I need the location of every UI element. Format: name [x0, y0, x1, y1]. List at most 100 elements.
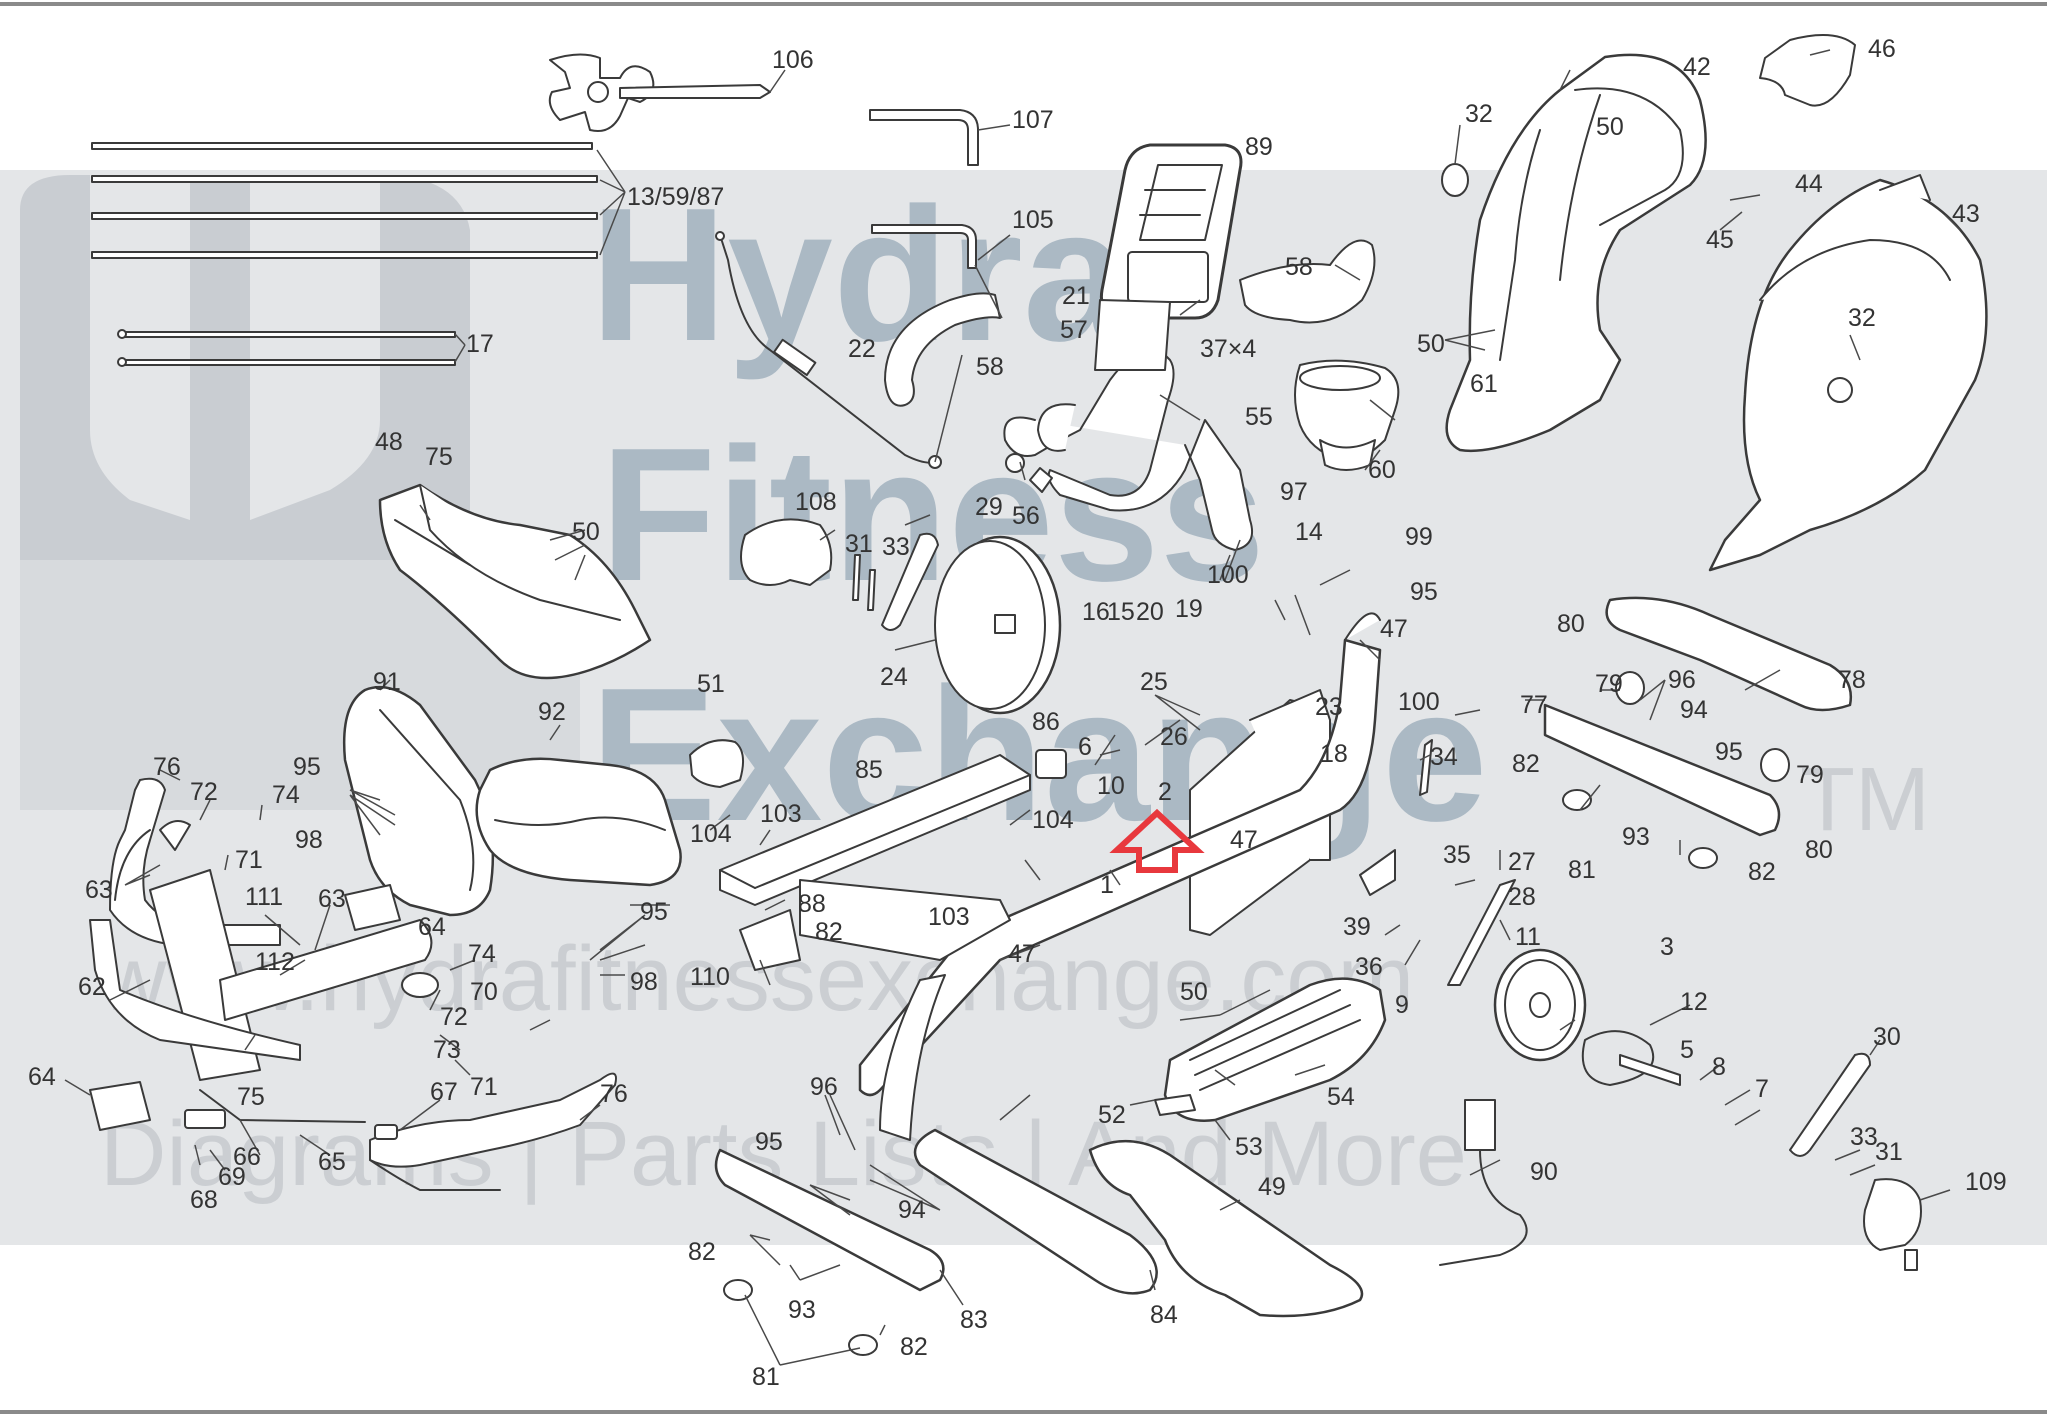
part-label: 6 [1078, 733, 1092, 761]
part-29-crank-arm [881, 532, 939, 631]
part-label: 104 [690, 820, 732, 848]
part-label: 77 [1520, 691, 1548, 719]
part-24-flywheel [934, 535, 1062, 715]
part-78-stabilizer-cover [1605, 596, 1853, 712]
part-label: 81 [1568, 856, 1596, 884]
part-56-cap [1029, 467, 1053, 493]
part-43-side-cover [1708, 174, 1988, 572]
part-48-shroud [378, 483, 652, 680]
part-label: 63 [318, 885, 346, 913]
part-label: 47 [1230, 826, 1258, 854]
part-label: 64 [418, 913, 446, 941]
part-81-foot [723, 1279, 753, 1301]
part-label: 43 [1952, 200, 1980, 228]
part-label: 20 [1136, 598, 1164, 626]
part-label: 39 [1343, 913, 1371, 941]
part-label: 36 [1355, 953, 1383, 981]
part-label: 112 [255, 948, 295, 976]
part-label: 33 [882, 533, 910, 561]
part-89-console [1099, 143, 1243, 320]
part-86-end-cap [1035, 749, 1067, 779]
part-34-spring [1419, 739, 1433, 796]
part-label: 46 [1868, 35, 1896, 63]
part-64-pedal [344, 884, 401, 931]
part-label: 47 [1008, 940, 1036, 968]
part-label: 25 [1140, 668, 1168, 696]
part-label: 58 [1285, 253, 1313, 281]
part-label: 73 [433, 1036, 461, 1064]
part-label: 58 [976, 353, 1004, 381]
part-label: 92 [538, 698, 566, 726]
part-label: 9 [1395, 991, 1409, 1019]
part-27-link [1447, 879, 1516, 986]
part-label: 82 [900, 1333, 928, 1361]
part-label: 74 [468, 940, 496, 968]
part-label: 55 [1245, 403, 1273, 431]
part-85-seat-rail [719, 754, 1031, 906]
part-56-cap [1005, 453, 1025, 473]
part-84-stabilizer-cover [913, 1128, 1158, 1295]
watermark-line-1: Hydra [590, 169, 1130, 381]
part-label: 15 [1107, 598, 1135, 626]
part-label: 66 [233, 1143, 261, 1171]
part-58-grip-left [884, 292, 1001, 407]
part-label: 67 [430, 1078, 458, 1106]
part-label: 76 [153, 753, 181, 781]
part-13-59-87-rods [91, 142, 598, 259]
part-label: 93 [1622, 823, 1650, 851]
part-105-allen-key [871, 224, 977, 269]
part-label: 72 [190, 778, 218, 806]
part-label: 2 [1158, 778, 1172, 806]
part-label: 90 [1530, 1158, 1558, 1186]
part-72-clip [401, 972, 439, 998]
part-label: 44 [1795, 170, 1823, 198]
part-label: 50 [1180, 978, 1208, 1006]
part-label: 75 [237, 1083, 265, 1111]
part-label: 82 [1748, 858, 1776, 886]
part-label: 14 [1295, 518, 1323, 546]
part-label: 96 [1668, 666, 1696, 694]
part-33-bolt [867, 569, 876, 611]
part-label: 95 [1715, 738, 1743, 766]
part-label: 72 [440, 1003, 468, 1031]
part-label: 79 [1595, 670, 1623, 698]
part-label: 31 [1875, 1138, 1903, 1166]
part-label: 8 [1712, 1053, 1726, 1081]
part-label: 62 [78, 973, 106, 1001]
part-label: 49 [1258, 1173, 1286, 1201]
part-55-handlebar [1003, 299, 1254, 551]
part-label: 30 [1873, 1023, 1901, 1051]
part-label: 48 [375, 428, 403, 456]
part-label: 82 [815, 918, 843, 946]
part-62-rear-frame [89, 829, 433, 1081]
part-label: 85 [855, 756, 883, 784]
part-label: 10 [1097, 772, 1125, 800]
part-label: 89 [1245, 133, 1273, 161]
part-label: 93 [788, 1296, 816, 1324]
part-label: 3 [1660, 933, 1674, 961]
part-label: 94 [1680, 696, 1708, 724]
part-label: 88 [798, 890, 826, 918]
part-109-motor [1863, 1178, 1922, 1271]
part-label: 19 [1175, 595, 1203, 623]
part-label: 98 [295, 826, 323, 854]
part-label: 54 [1327, 1083, 1355, 1111]
part-107-allen-key [869, 109, 979, 166]
part-label: 69 [218, 1163, 246, 1191]
part-label: 95 [1410, 578, 1438, 606]
part-83-front-stabilizer [714, 1148, 945, 1292]
part-label: 91 [373, 668, 401, 696]
part-58-grip-right [1239, 239, 1376, 324]
part-label: 11 [1515, 923, 1541, 951]
part-label: 95 [640, 898, 668, 926]
part-label: 95 [293, 753, 321, 781]
part-label: 95 [755, 1128, 783, 1156]
part-91-side-panel [343, 685, 495, 917]
part-label: 94 [898, 1196, 926, 1224]
part-46-cap [1759, 34, 1856, 107]
part-label: 64 [28, 1063, 56, 1091]
up-arrow-outline-icon [1109, 808, 1205, 873]
part-31-bolt [852, 554, 861, 601]
part-label: 103 [760, 800, 802, 828]
part-label: 23 [1315, 693, 1343, 721]
